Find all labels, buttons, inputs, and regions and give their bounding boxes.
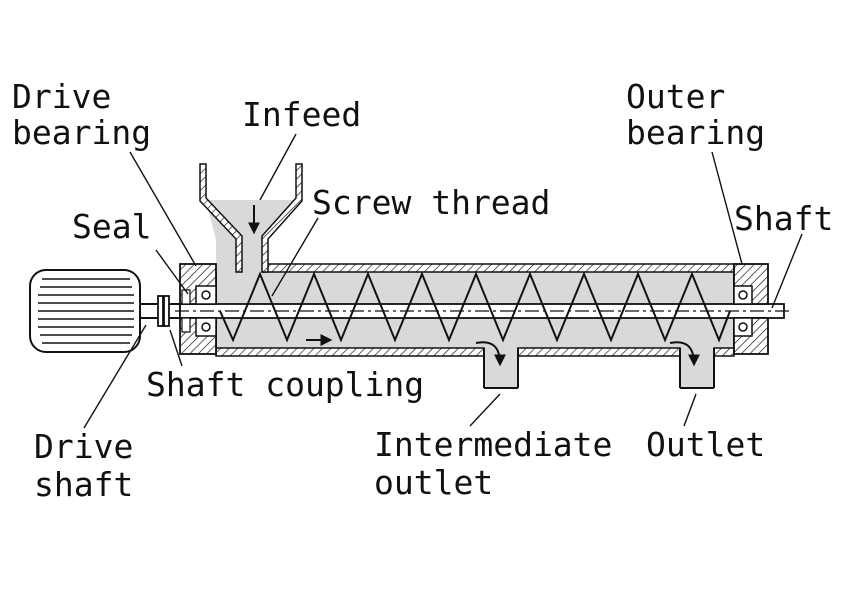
drive-bearing-block	[179, 263, 217, 355]
label-drive-bearing-line2: bearing	[12, 113, 151, 152]
label-seal: Seal	[72, 207, 151, 246]
intermediate-outlet-spout	[475, 341, 519, 389]
label-drive-shaft-line1: Drive	[34, 427, 133, 466]
leader-lines	[83, 133, 803, 429]
outer-bearing-block	[733, 263, 769, 355]
label-outlet: Outlet	[646, 425, 765, 464]
label-outer-bearing-line2: bearing	[626, 113, 765, 152]
outlet-spout	[669, 341, 715, 389]
label-intermediate-outlet-line1: Intermediate	[374, 425, 612, 464]
label-outer-bearing-line1: Outer	[626, 77, 725, 116]
motor	[29, 269, 141, 353]
label-drive-shaft-line2: shaft	[34, 465, 133, 504]
infeed-hopper	[199, 163, 303, 273]
conveyor-shaft	[175, 303, 790, 319]
label-shaft: Shaft	[734, 199, 833, 238]
label-infeed: Infeed	[242, 95, 361, 134]
label-drive-bearing-line1: Drive	[12, 77, 111, 116]
label-shaft-coupling: Shaft coupling	[146, 365, 424, 404]
label-screw-thread: Screw thread	[312, 183, 550, 222]
label-intermediate-outlet-line2: outlet	[374, 463, 493, 502]
shaft-coupling	[157, 295, 170, 327]
screw-thread	[219, 271, 731, 346]
